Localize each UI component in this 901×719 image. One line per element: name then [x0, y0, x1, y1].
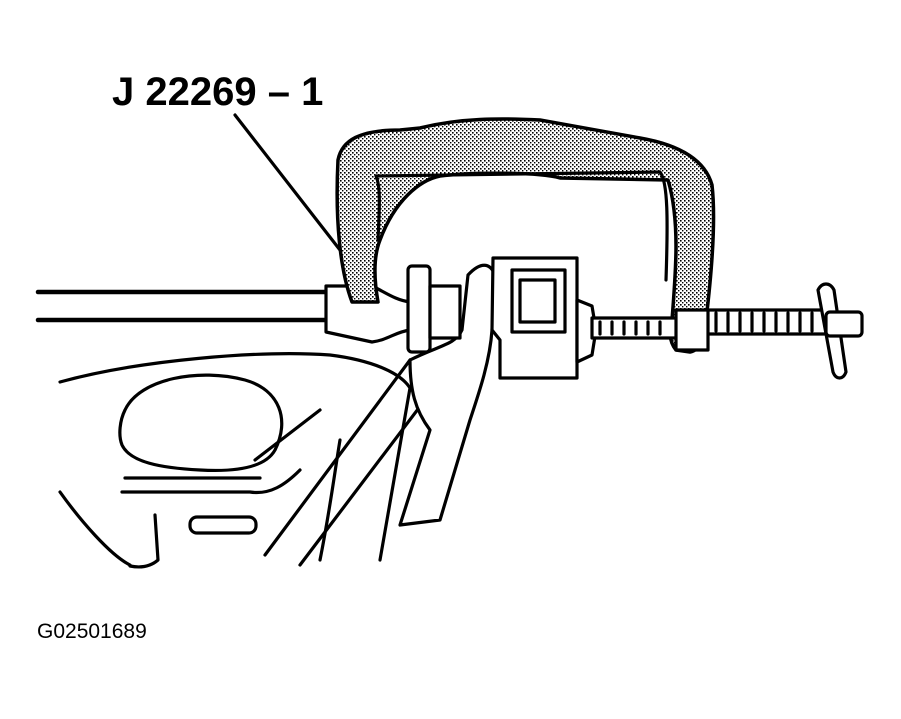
slot: [188, 515, 258, 535]
tool-callout-label: J 22269 – 1: [112, 70, 324, 114]
oval-cutout: [118, 373, 284, 473]
threaded-screw: [590, 308, 830, 352]
spacer-washer: [406, 264, 432, 354]
frame-outline: [58, 352, 442, 569]
callout-leader: [233, 113, 342, 252]
figure-id: G02501689: [37, 620, 147, 643]
adapter-block: [490, 256, 598, 380]
t-handle: [816, 282, 864, 380]
tie-rod: [35, 284, 412, 344]
